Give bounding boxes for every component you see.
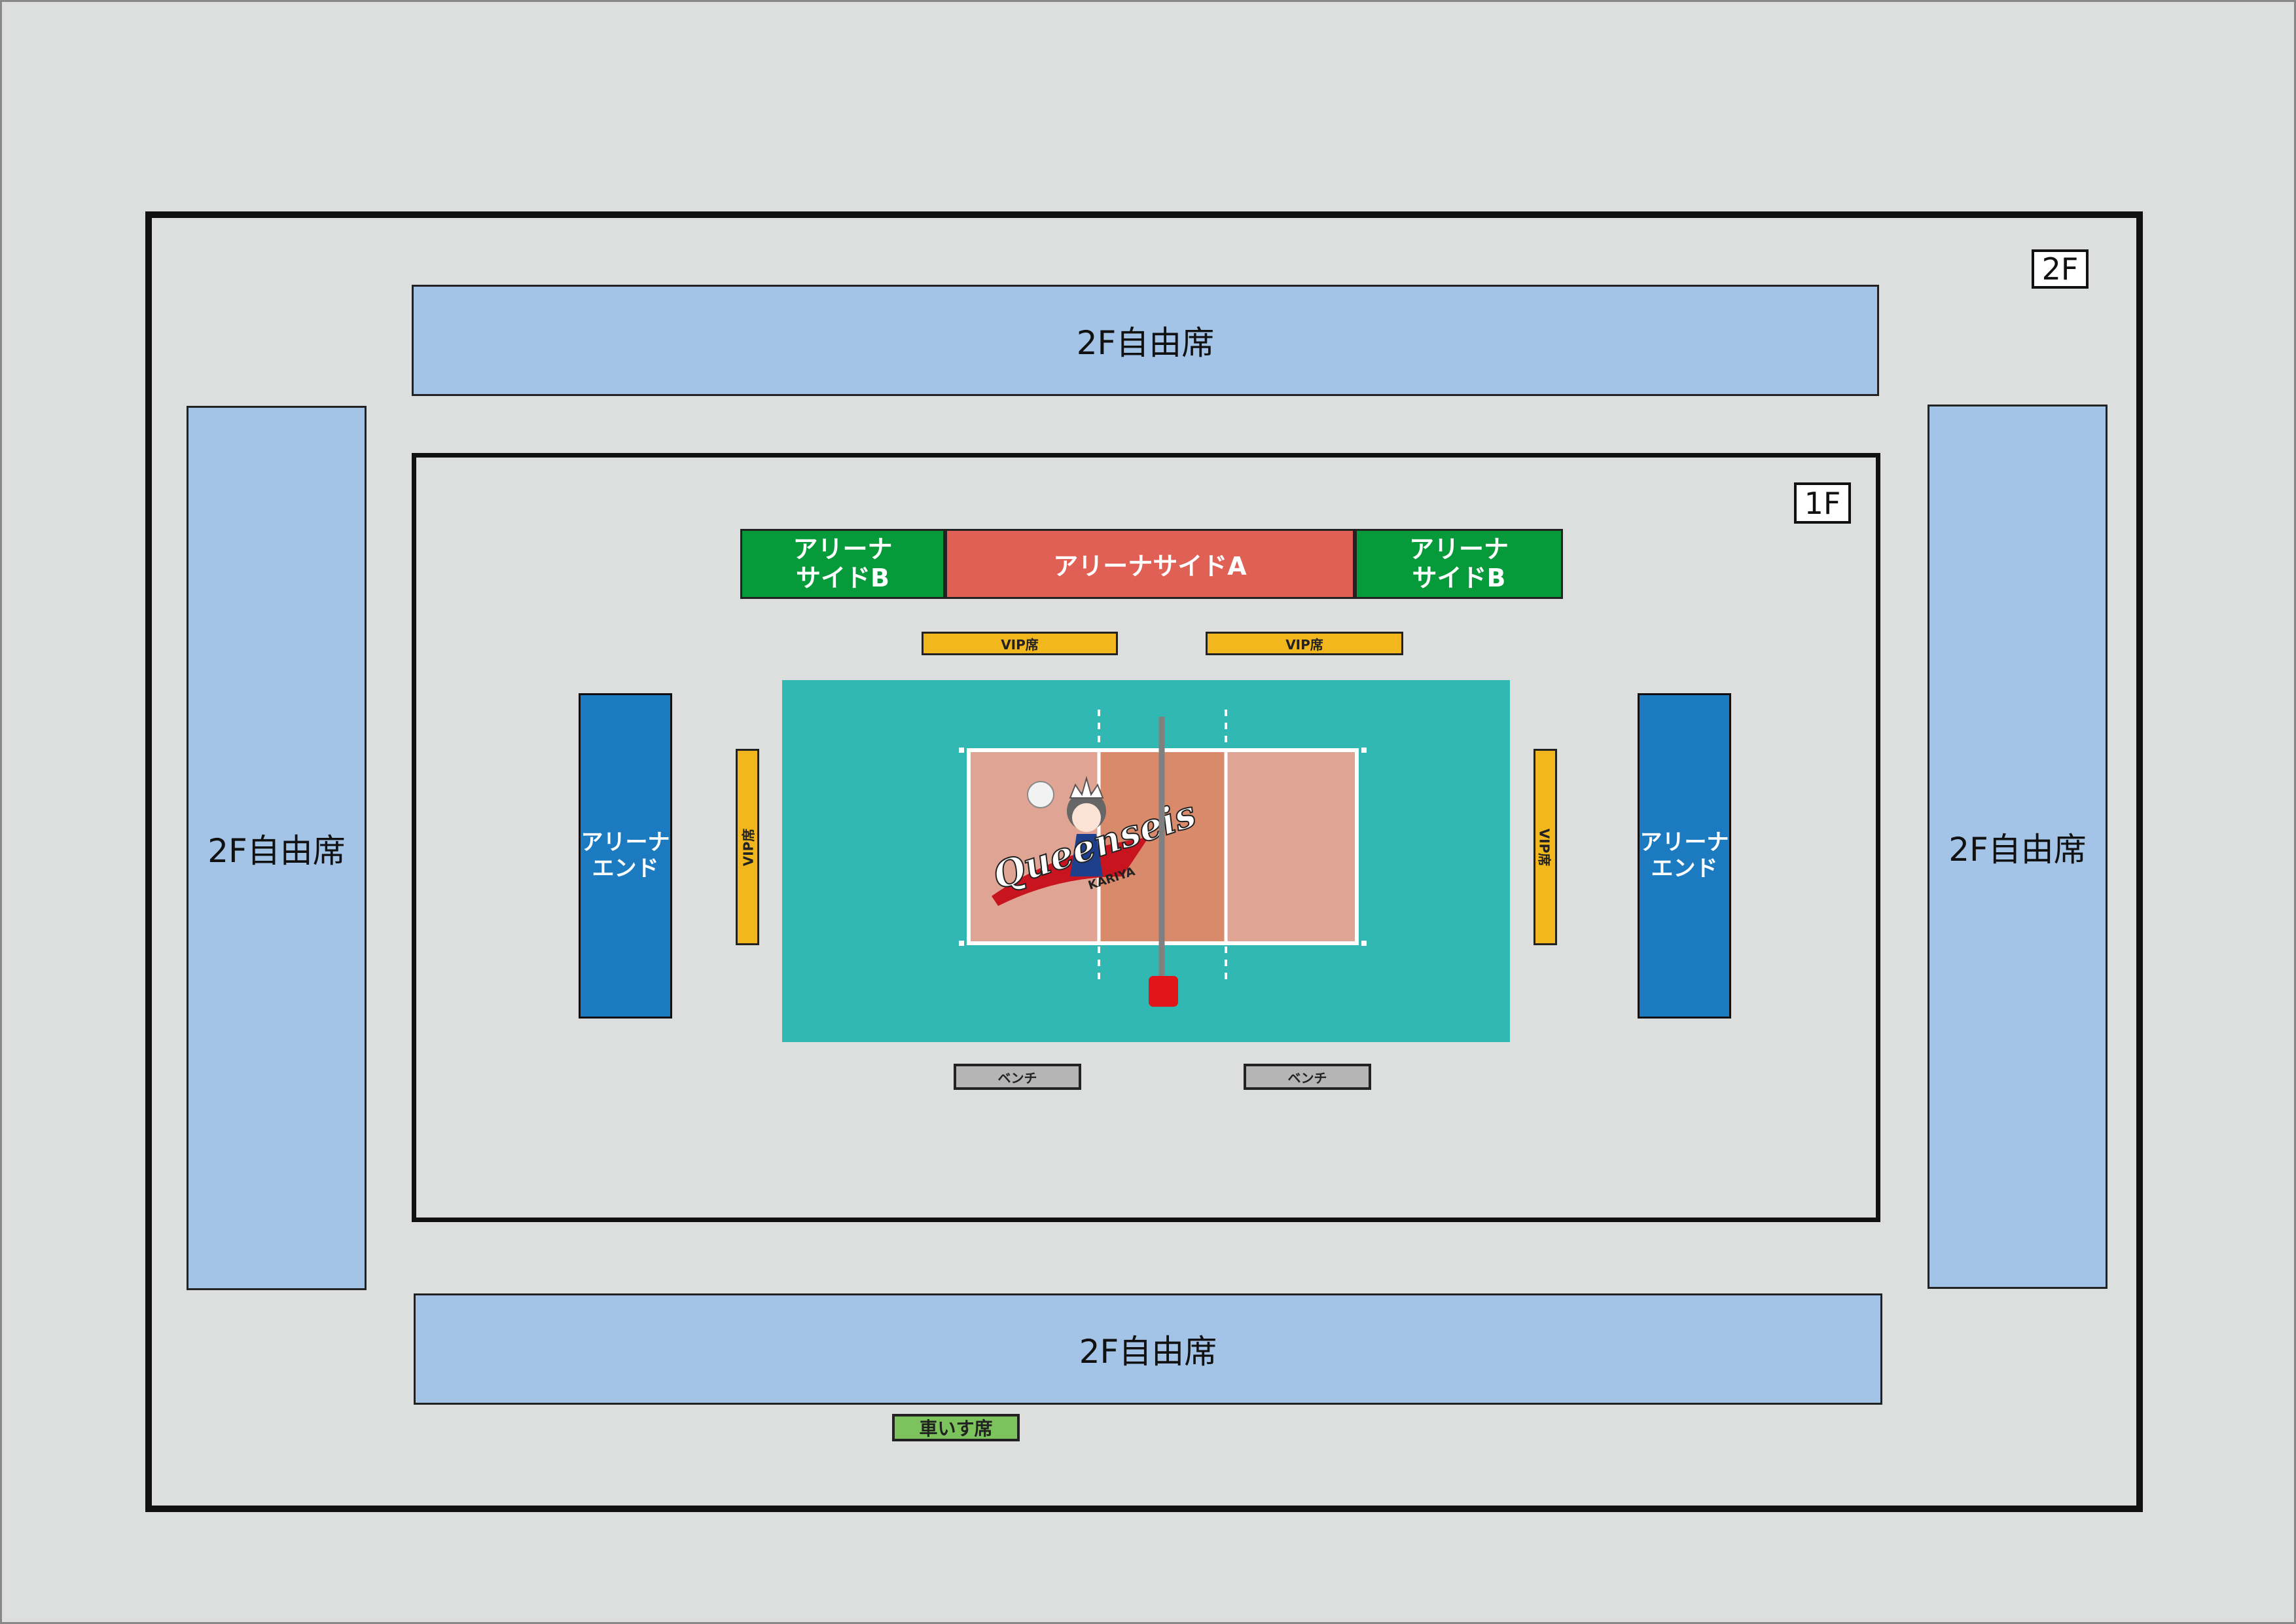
section-vip-top-left[interactable]: VIP席 [922, 632, 1118, 655]
section-arena-side-b-right[interactable]: アリーナ サイドB [1355, 529, 1563, 599]
floor-label-2f: 2F [2032, 249, 2089, 289]
section-2f-free-right[interactable]: 2F自由席 [1928, 405, 2108, 1289]
section-label: エンド [1651, 855, 1718, 882]
section-arena-end-right[interactable]: アリーナ エンド [1638, 693, 1731, 1019]
section-2f-free-bottom[interactable]: 2F自由席 [414, 1293, 1882, 1405]
section-arena-end-left[interactable]: アリーナ エンド [579, 693, 672, 1019]
section-label: アリーナ [1640, 829, 1729, 856]
section-label: サイドB [1412, 563, 1506, 592]
section-arena-side-a[interactable]: アリーナサイドA [945, 529, 1355, 599]
section-arena-side-b-left[interactable]: アリーナ サイドB [740, 529, 945, 599]
section-label: サイドB [796, 563, 889, 592]
floor-1f-frame [412, 453, 1880, 1222]
section-vip-right[interactable]: VIP席 [1534, 749, 1557, 945]
floor-label-1f: 1F [1794, 482, 1851, 524]
section-label: VIP席 [740, 828, 757, 866]
section-vip-top-right[interactable]: VIP席 [1206, 632, 1403, 655]
section-label: エンド [592, 855, 659, 882]
section-label: VIP席 [1536, 828, 1552, 866]
bench-right: ベンチ [1244, 1064, 1371, 1090]
corner-markers [959, 748, 1367, 946]
section-label: アリーナ [793, 534, 893, 564]
section-vip-left[interactable]: VIP席 [736, 749, 759, 945]
volleyball-court: Queenseis KARIYA [782, 680, 1510, 1042]
section-2f-free-left[interactable]: 2F自由席 [187, 406, 367, 1290]
section-2f-free-top[interactable]: 2F自由席 [412, 285, 1879, 396]
bench-left: ベンチ [954, 1064, 1081, 1090]
team-logo: Queenseis KARIYA [987, 776, 1202, 906]
floor-2f-frame [145, 211, 2143, 1512]
section-label: アリーナ [581, 829, 670, 856]
referee-stand [1149, 976, 1178, 1007]
attack-line-extensions [1098, 710, 1227, 986]
section-wheelchair[interactable]: 車いす席 [892, 1414, 1020, 1441]
section-label: アリーナ [1408, 534, 1509, 564]
